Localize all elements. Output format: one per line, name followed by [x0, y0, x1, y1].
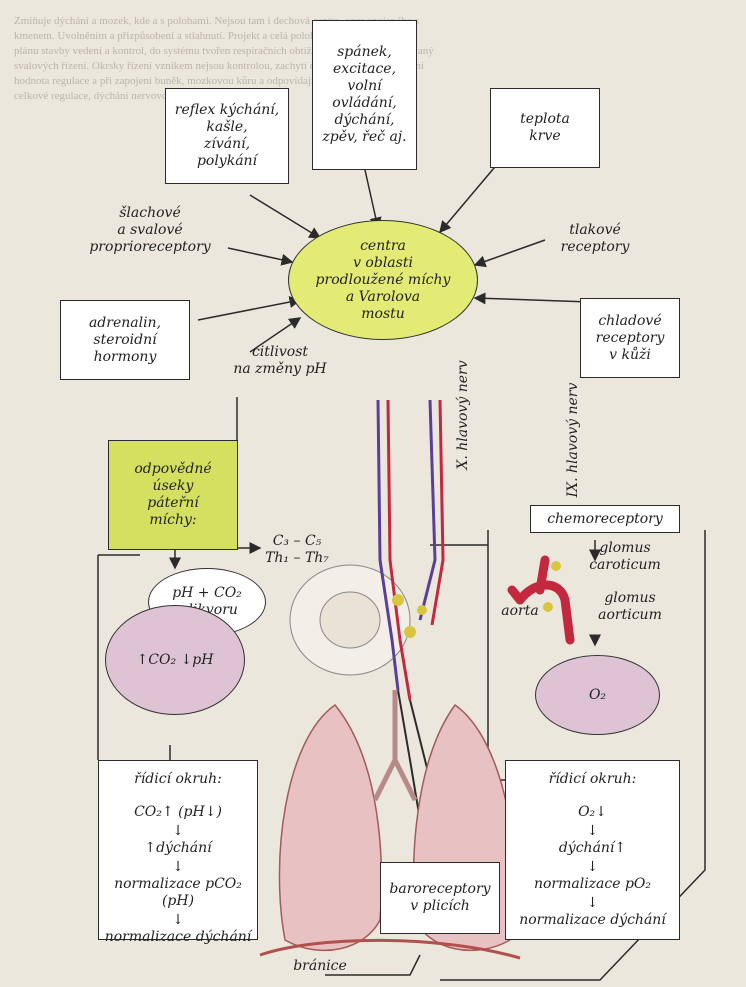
- aorta-label: aorta: [490, 603, 550, 620]
- left-circuit-step: normalizace pCO₂ (pH): [103, 876, 253, 910]
- o2-sphere: O₂: [535, 655, 660, 735]
- co2-ph-label: ↑CO₂ ↓pH: [137, 652, 214, 669]
- spinal-label: odpovědné úseky páteřní míchy:: [134, 461, 211, 529]
- glomus-caroticum-label: glomus caroticum: [580, 540, 670, 574]
- right-circuit-title: řídicí okruh:: [549, 771, 637, 788]
- right-circuit-step: normalizace pO₂: [534, 876, 651, 893]
- diaphragm-label: bránice: [285, 958, 355, 975]
- o2-label: O₂: [589, 687, 606, 704]
- right-circuit-step: dýchání↑: [559, 840, 626, 857]
- left-circuit-box: řídicí okruh: CO₂↑ (pH↓) ↓ ↑dýchání ↓ no…: [98, 760, 258, 940]
- baroreceptors-label: baroreceptory v plicích: [389, 881, 490, 915]
- glomus-aorticum-label: glomus aorticum: [585, 590, 675, 624]
- right-circuit-step: O₂↓: [578, 804, 607, 821]
- pressure-label: tlakové receptory: [540, 222, 650, 256]
- adrenalin-label: adrenalin, steroidní hormony: [89, 315, 161, 366]
- right-circuit-step: normalizace dýchání: [519, 912, 666, 929]
- chemoreceptors-box: chemoreceptory: [530, 505, 680, 533]
- segments-bottom-label: Th₁ – Th₇: [262, 550, 332, 567]
- nerve-x-label: X. hlavový nerv: [455, 340, 472, 490]
- adrenalin-box: adrenalin, steroidní hormony: [60, 300, 190, 380]
- center-label: centra v oblasti prodloužené míchy a Var…: [316, 238, 451, 323]
- segments-top-label: C₃ – C₅: [262, 533, 332, 550]
- sleep-box: spánek, excitace, volní ovládání, dýchán…: [312, 20, 417, 170]
- left-circuit-title: řídicí okruh:: [134, 771, 222, 788]
- cold-label: chladové receptory v kůži: [596, 313, 665, 364]
- chemoreceptors-label: chemoreceptory: [547, 511, 663, 528]
- left-circuit-step: normalizace dýchání: [105, 929, 252, 946]
- baroreceptors-box: baroreceptory v plicích: [380, 862, 500, 934]
- proprio-label: šlachové a svalové proprioreceptory: [75, 205, 225, 256]
- spinal-box: odpovědné úseky páteřní míchy:: [108, 440, 238, 550]
- csf-sphere: ↑CO₂ ↓pH: [105, 605, 245, 715]
- sleep-label: spánek, excitace, volní ovládání, dýchán…: [322, 44, 406, 146]
- temperature-label: teplota krve: [520, 111, 570, 145]
- right-circuit-box: řídicí okruh: O₂↓ ↓ dýchání↑ ↓ normaliza…: [505, 760, 680, 940]
- ph-sensitivity-label: citlivost na změny pH: [225, 344, 335, 378]
- cold-box: chladové receptory v kůži: [580, 298, 680, 378]
- reflex-label: reflex kýchání, kašle, zívání, polykání: [175, 102, 280, 170]
- left-circuit-step: ↑dýchání: [144, 840, 211, 857]
- respiratory-center: centra v oblasti prodloužené míchy a Var…: [288, 220, 478, 340]
- reflex-box: reflex kýchání, kašle, zívání, polykání: [165, 88, 289, 184]
- nerve-ix-label: IX. hlavový nerv: [565, 360, 582, 520]
- left-circuit-step: CO₂↑ (pH↓): [134, 804, 222, 821]
- temperature-box: teplota krve: [490, 88, 600, 168]
